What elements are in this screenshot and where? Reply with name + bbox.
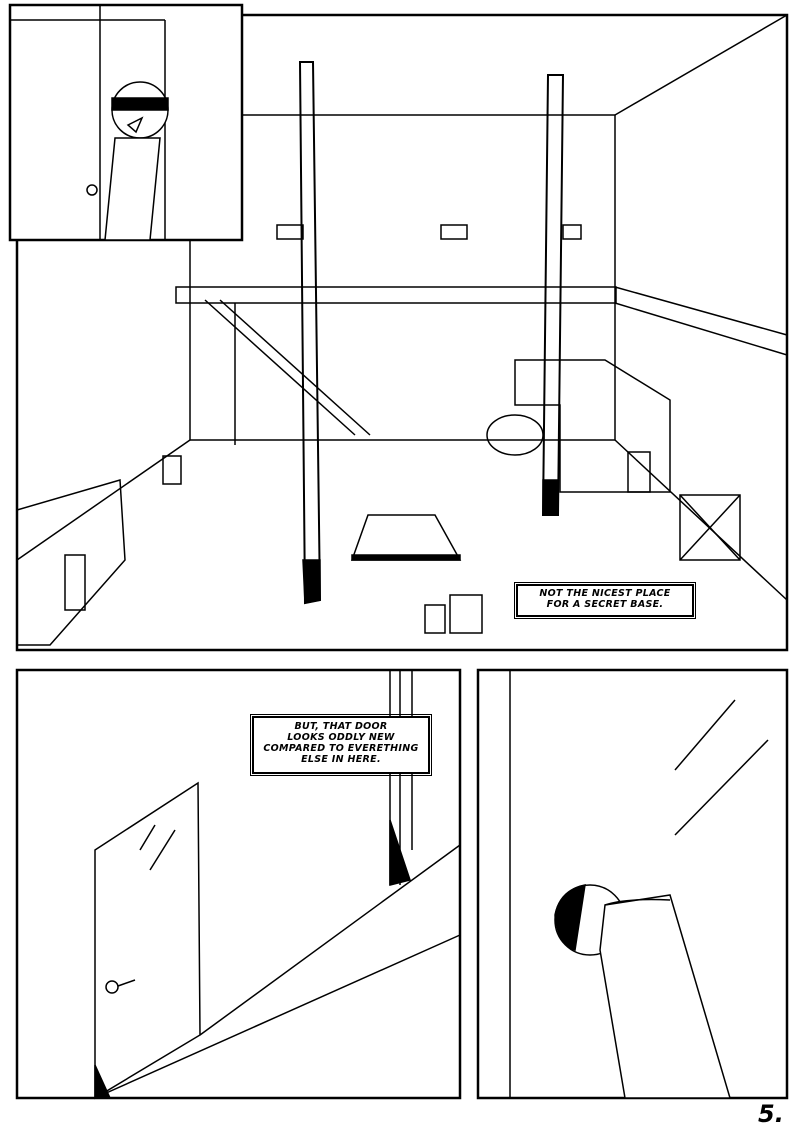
caption-box-door: But, that door looks oddly new compared …: [250, 714, 432, 776]
panel-peek-inset: [8, 3, 244, 242]
caption-line: But, that door: [294, 721, 388, 732]
page-number: 5.: [758, 1100, 784, 1128]
caption-box-warehouse: Not the nicest place for a secret base.: [514, 582, 696, 619]
caption-line: for a secret base.: [546, 599, 664, 610]
caption-line: compared to everething: [263, 743, 419, 754]
panel-doorknob-hand: [476, 668, 789, 1100]
panel-door: [15, 668, 462, 1100]
caption-line: Not the nicest place: [539, 588, 671, 599]
panel-warehouse: [15, 13, 789, 652]
caption-line: else in here.: [301, 754, 381, 765]
caption-line: looks oddly new: [287, 732, 395, 743]
